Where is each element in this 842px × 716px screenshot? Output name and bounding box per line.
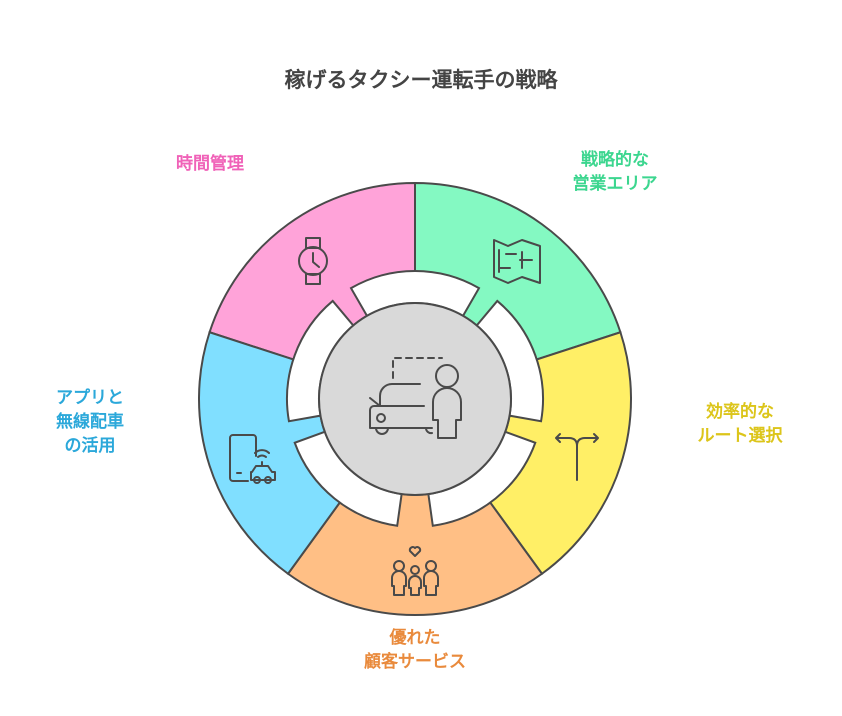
label-line: 営業エリア [572, 174, 658, 194]
label-line: 時間管理 [176, 154, 244, 174]
watch-icon [298, 237, 328, 285]
label-strategic-area: 戦略的な 営業エリア [545, 148, 685, 196]
route-split-icon [555, 433, 599, 481]
taxi-driver-icon [369, 357, 462, 439]
label-app-dispatch: アプリと 無線配車 の活用 [30, 386, 150, 458]
family-icon [391, 546, 439, 596]
map-icon [493, 239, 541, 284]
label-line: ルート選択 [697, 426, 783, 446]
label-line: アプリと [56, 388, 124, 408]
label-line: 顧客サービス [364, 652, 466, 672]
center-circle [318, 302, 512, 496]
phone-taxi-icon [229, 434, 276, 484]
diagram-title: 稼げるタクシー運転手の戦略 [284, 68, 558, 92]
label-line: 優れた [389, 628, 441, 648]
label-line: 無線配車 [56, 412, 124, 432]
label-efficient-route: 効率的な ルート選択 [670, 400, 810, 448]
label-customer-service: 優れた 顧客サービス [340, 626, 490, 674]
label-line: の活用 [64, 436, 116, 456]
label-time-management: 時間管理 [150, 152, 270, 176]
label-line: 効率的な [706, 402, 774, 422]
label-line: 戦略的な [581, 150, 649, 170]
